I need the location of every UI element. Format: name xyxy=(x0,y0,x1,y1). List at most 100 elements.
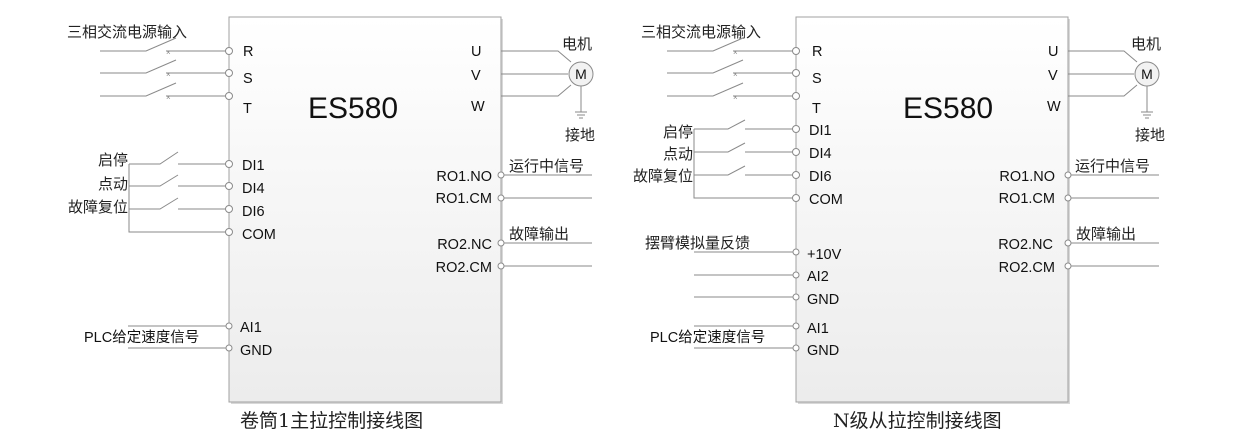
terminal-di4 xyxy=(225,182,233,190)
pin-ro2-cm: RO2.CM xyxy=(436,260,492,276)
power-switches: × × × xyxy=(100,37,226,102)
pin-com: COM xyxy=(242,227,276,243)
terminal-di6 xyxy=(225,205,233,213)
pin-r: R xyxy=(812,44,822,60)
pin-ro1-cm: RO1.CM xyxy=(436,191,492,207)
pin-t: T xyxy=(243,101,252,117)
pin-ai2: AI2 xyxy=(807,269,829,285)
pin-ai1: AI1 xyxy=(807,321,829,337)
pin-gnd-analog: GND xyxy=(807,292,839,308)
diagram-slave-pull: ES580 三相交流电源输入 × × × R S T U V W M 电机 接地… xyxy=(633,16,1165,432)
terminal-ro1-no xyxy=(1064,171,1072,179)
motor-label: 电机 xyxy=(1131,35,1161,53)
motor-symbol: M xyxy=(1141,66,1153,82)
svg-text:×: × xyxy=(166,48,171,57)
power-input-label: 三相交流电源输入 xyxy=(67,23,187,41)
relay2-label: 故障输出 xyxy=(509,225,569,243)
svg-text:×: × xyxy=(733,48,738,57)
di-wiring xyxy=(693,119,793,199)
power-switches: × × × xyxy=(667,37,793,102)
di-label-start-stop: 启停 xyxy=(663,123,693,141)
pin-w: W xyxy=(1047,99,1061,115)
terminal-gnd xyxy=(225,344,233,352)
terminal-t xyxy=(225,92,233,100)
pin-s: S xyxy=(243,71,253,87)
relay2-label: 故障输出 xyxy=(1076,225,1136,243)
terminal-s xyxy=(225,69,233,77)
pin-ro1-no: RO1.NO xyxy=(436,169,492,185)
pin-s: S xyxy=(812,71,822,87)
pin-gnd: GND xyxy=(240,343,272,359)
ground-icon xyxy=(1141,86,1153,119)
pin-ro1-cm: RO1.CM xyxy=(999,191,1055,207)
pin-ro2-cm: RO2.CM xyxy=(999,260,1055,276)
terminal-di1 xyxy=(225,160,233,168)
relay1-label: 运行中信号 xyxy=(509,157,584,175)
relay-wiring xyxy=(504,174,592,267)
di-label-jog: 点动 xyxy=(663,145,693,163)
terminal-ai1 xyxy=(225,322,233,330)
drive-box xyxy=(228,16,502,403)
ground-label: 接地 xyxy=(1135,126,1165,144)
pin-di6: DI6 xyxy=(242,204,265,220)
pin-u: U xyxy=(1048,44,1058,60)
analog-feedback-label: 摆臂模拟量反馈 xyxy=(645,234,750,252)
motor-wiring xyxy=(1068,50,1138,97)
terminal-ro2-cm xyxy=(1064,262,1072,270)
terminal-s xyxy=(792,69,800,77)
pin-com: COM xyxy=(809,192,843,208)
svg-text:×: × xyxy=(166,70,171,79)
pin-ai1: AI1 xyxy=(240,320,262,336)
motor-label: 电机 xyxy=(562,35,592,53)
terminal-r xyxy=(792,47,800,55)
pin-v: V xyxy=(471,68,481,84)
di-label-fault-reset: 故障复位 xyxy=(633,167,693,185)
di-label-fault-reset: 故障复位 xyxy=(68,198,128,216)
di-label-jog: 点动 xyxy=(98,175,128,193)
terminal-com xyxy=(792,194,800,202)
terminal-gnd xyxy=(792,344,800,352)
relay1-label: 运行中信号 xyxy=(1075,157,1150,175)
pin-di6: DI6 xyxy=(809,169,832,185)
terminal-t xyxy=(792,92,800,100)
terminal-ro2-nc xyxy=(1064,239,1072,247)
model-label: ES580 xyxy=(903,92,993,125)
speed-signal-label: PLC给定速度信号 xyxy=(84,329,199,346)
terminal-ai1 xyxy=(792,322,800,330)
terminal-di6 xyxy=(792,171,800,179)
ground-label: 接地 xyxy=(565,126,595,144)
pin-di4: DI4 xyxy=(809,146,832,162)
terminal-r xyxy=(225,47,233,55)
pin-r: R xyxy=(243,44,253,60)
pin-di4: DI4 xyxy=(242,181,265,197)
svg-text:×: × xyxy=(733,70,738,79)
diagram-caption: N级从拉控制接线图 xyxy=(833,410,1002,432)
pin-gnd: GND xyxy=(807,343,839,359)
model-label: ES580 xyxy=(308,92,398,125)
svg-text:×: × xyxy=(733,93,738,102)
diagram-caption: 卷筒1主拉控制接线图 xyxy=(240,410,423,432)
pin-w: W xyxy=(471,99,485,115)
pin-ro2-nc: RO2.NC xyxy=(998,237,1053,253)
pin-ro1-no: RO1.NO xyxy=(999,169,1055,185)
terminal-ro1-cm xyxy=(1064,194,1072,202)
pin-10v: +10V xyxy=(807,247,842,263)
speed-signal-label: PLC给定速度信号 xyxy=(650,329,765,346)
pin-u: U xyxy=(471,44,481,60)
drive-box xyxy=(795,16,1069,403)
svg-text:×: × xyxy=(166,93,171,102)
terminal-di4 xyxy=(792,148,800,156)
motor-symbol: M xyxy=(575,66,587,82)
pin-t: T xyxy=(812,101,821,117)
pin-ro2-nc: RO2.NC xyxy=(437,237,492,253)
diagram-main-pull: ES580 三相交流电源输入 × × × R S T U V W M 电机 接地 xyxy=(67,16,595,432)
terminal-10v xyxy=(792,248,800,256)
terminal-gnd-analog xyxy=(792,293,800,301)
di-wiring xyxy=(128,151,226,233)
terminal-ro2-nc xyxy=(497,239,505,247)
relay-wiring xyxy=(1071,174,1159,267)
motor-wiring xyxy=(501,50,572,97)
terminal-ai2 xyxy=(792,271,800,279)
di-label-start-stop: 启停 xyxy=(98,151,128,169)
